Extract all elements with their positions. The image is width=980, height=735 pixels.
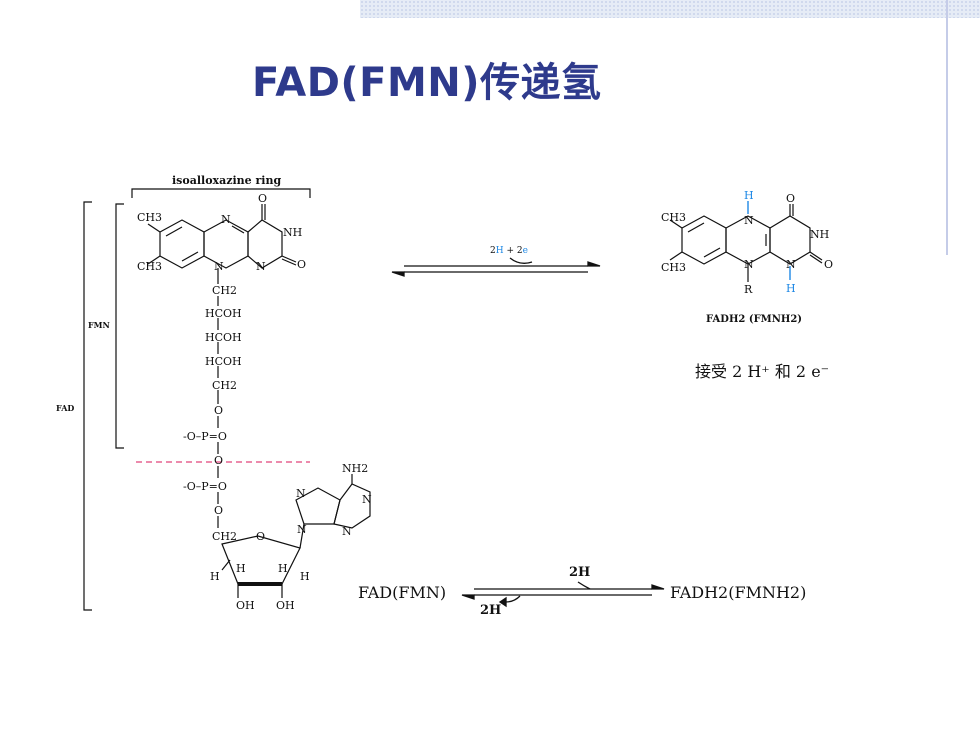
phosphate-1: -O–P=O <box>183 430 227 443</box>
o-1: O <box>214 404 223 417</box>
ch2-2: CH2 <box>212 379 237 392</box>
product-label: FADH2 (FMNH2) <box>706 314 802 325</box>
right-decor-line <box>946 0 948 255</box>
product-ch3-top: CH3 <box>661 211 686 224</box>
adenine-n3: N <box>342 525 352 538</box>
ribose-ring <box>221 535 301 585</box>
fmn-bracket <box>115 203 124 449</box>
ribose-h3: H <box>278 562 288 575</box>
product-n-top: N <box>744 214 754 227</box>
product-o-right: O <box>824 258 833 271</box>
n-top: N <box>221 213 231 226</box>
pyrimidine-ring-adenine <box>333 483 371 529</box>
o-3: O <box>214 504 223 517</box>
accept-text: 接受 2 H⁺ 和 2 e⁻ <box>695 362 829 381</box>
top-decor-bar <box>360 0 980 18</box>
product-h-bottom: H <box>786 282 796 295</box>
top-equilibrium-arrow <box>391 257 601 277</box>
hcoh-2: HCOH <box>205 331 242 344</box>
ch2-3: CH2 <box>212 530 237 543</box>
product-n-right: N <box>786 258 796 271</box>
oh-1: OH <box>236 599 255 612</box>
ch3-bottom: CH3 <box>137 260 162 273</box>
bottom-equilibrium-arrow <box>461 581 665 608</box>
oh-2: OH <box>276 599 295 612</box>
n-bottom-right: N <box>256 260 266 273</box>
nh2-label: NH2 <box>342 462 368 475</box>
ribose-o: O <box>256 530 265 543</box>
reaction-left: FAD(FMN) <box>358 583 446 602</box>
reaction-bottom-label: 2H <box>480 603 501 618</box>
product-o-top: O <box>786 192 795 205</box>
product-r: R <box>744 283 753 296</box>
fmn-label: FMN <box>88 320 110 330</box>
ring-label: isoalloxazine ring <box>172 174 281 187</box>
phosphate-2: -O–P=O <box>183 480 227 493</box>
nh-label: NH <box>283 226 302 239</box>
o-right: O <box>297 258 306 271</box>
reagent-text: 2H + 2e <box>490 246 528 256</box>
imidazole-ring <box>295 487 341 525</box>
o-2: O <box>214 454 223 467</box>
product-right-ring <box>769 215 811 265</box>
pyrazine-ring <box>203 219 249 269</box>
ch3-top: CH3 <box>137 211 162 224</box>
product-h-top: H <box>744 189 754 202</box>
ribose-h2: H <box>236 562 246 575</box>
fad-bracket <box>83 201 92 611</box>
ribose-h1: H <box>210 570 220 583</box>
hcoh-3: HCOH <box>205 355 242 368</box>
product-n-bottom: N <box>744 258 754 271</box>
n-bottom-left: N <box>214 260 224 273</box>
product-ch3-bottom: CH3 <box>661 261 686 274</box>
adenine-n1: N <box>296 487 306 500</box>
o-top: O <box>258 192 267 205</box>
reaction-top-label: 2H <box>569 565 590 580</box>
fad-label: FAD <box>56 403 74 413</box>
adenine-n2: N <box>362 493 372 506</box>
ch2-1: CH2 <box>212 284 237 297</box>
ring-bracket <box>131 188 311 198</box>
reaction-right: FADH2(FMNH2) <box>670 583 806 602</box>
product-nh: NH <box>810 228 829 241</box>
ribose-h4: H <box>300 570 310 583</box>
slide-title: FAD(FMN)传递氢 <box>252 60 602 106</box>
hcoh-1: HCOH <box>205 307 242 320</box>
adenine-n4: N <box>297 523 307 536</box>
